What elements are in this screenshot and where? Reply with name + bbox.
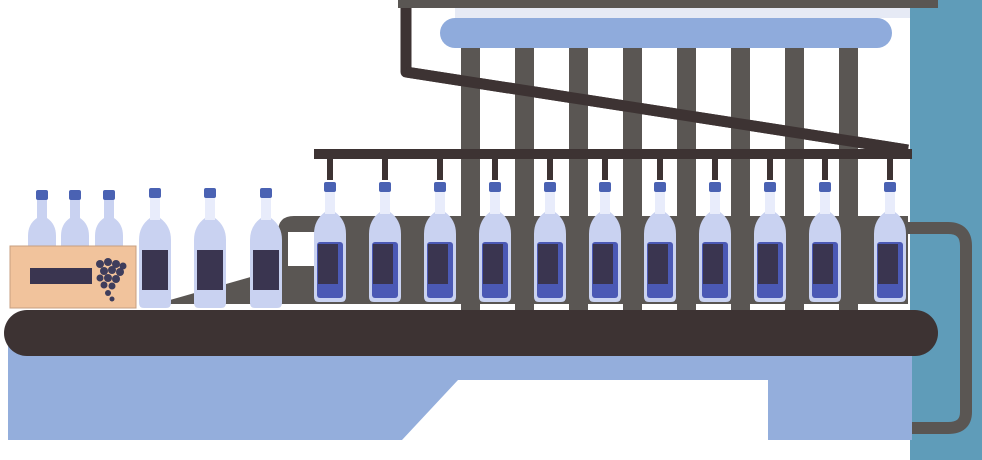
crate-bottles	[28, 190, 123, 250]
bottle	[644, 182, 676, 302]
frame-windows	[288, 232, 316, 266]
bottle	[534, 182, 566, 302]
bottle	[369, 182, 401, 302]
wine-tank	[440, 18, 892, 48]
bottle	[28, 190, 56, 250]
filler-nozzle	[382, 158, 388, 180]
bottle	[874, 182, 906, 302]
filler-nozzle	[657, 158, 663, 180]
grape-cluster-icon	[96, 258, 127, 302]
filler-nozzle	[712, 158, 718, 180]
filler-nozzle	[327, 158, 333, 180]
bottle	[95, 190, 123, 250]
filler-nozzle	[767, 158, 773, 180]
bottle	[194, 188, 226, 308]
bottle	[754, 182, 786, 302]
top-rail-light	[455, 8, 910, 18]
machine-base	[8, 338, 912, 440]
filler-nozzles	[327, 158, 893, 180]
filler-rail	[314, 149, 912, 159]
filler-nozzle	[887, 158, 893, 180]
wine-crate	[9, 245, 137, 309]
bottle	[699, 182, 731, 302]
waiting-bottles	[139, 188, 282, 308]
bottle	[139, 188, 171, 308]
filler-nozzle	[492, 158, 498, 180]
bottle	[589, 182, 621, 302]
filler-nozzle	[822, 158, 828, 180]
bottle	[479, 182, 511, 302]
bottle	[809, 182, 841, 302]
crate-label	[30, 268, 92, 284]
filler-nozzle	[437, 158, 443, 180]
return-pipe	[905, 222, 972, 434]
bottle	[250, 188, 282, 308]
frame-window	[288, 232, 316, 266]
filler-nozzle	[547, 158, 553, 180]
diagonal-brace	[405, 66, 909, 156]
top-rail	[398, 0, 938, 8]
bottle	[61, 190, 89, 250]
bottle	[424, 182, 456, 302]
bottle	[314, 182, 346, 302]
conveyor-belt	[4, 310, 938, 356]
filler-nozzle	[602, 158, 608, 180]
